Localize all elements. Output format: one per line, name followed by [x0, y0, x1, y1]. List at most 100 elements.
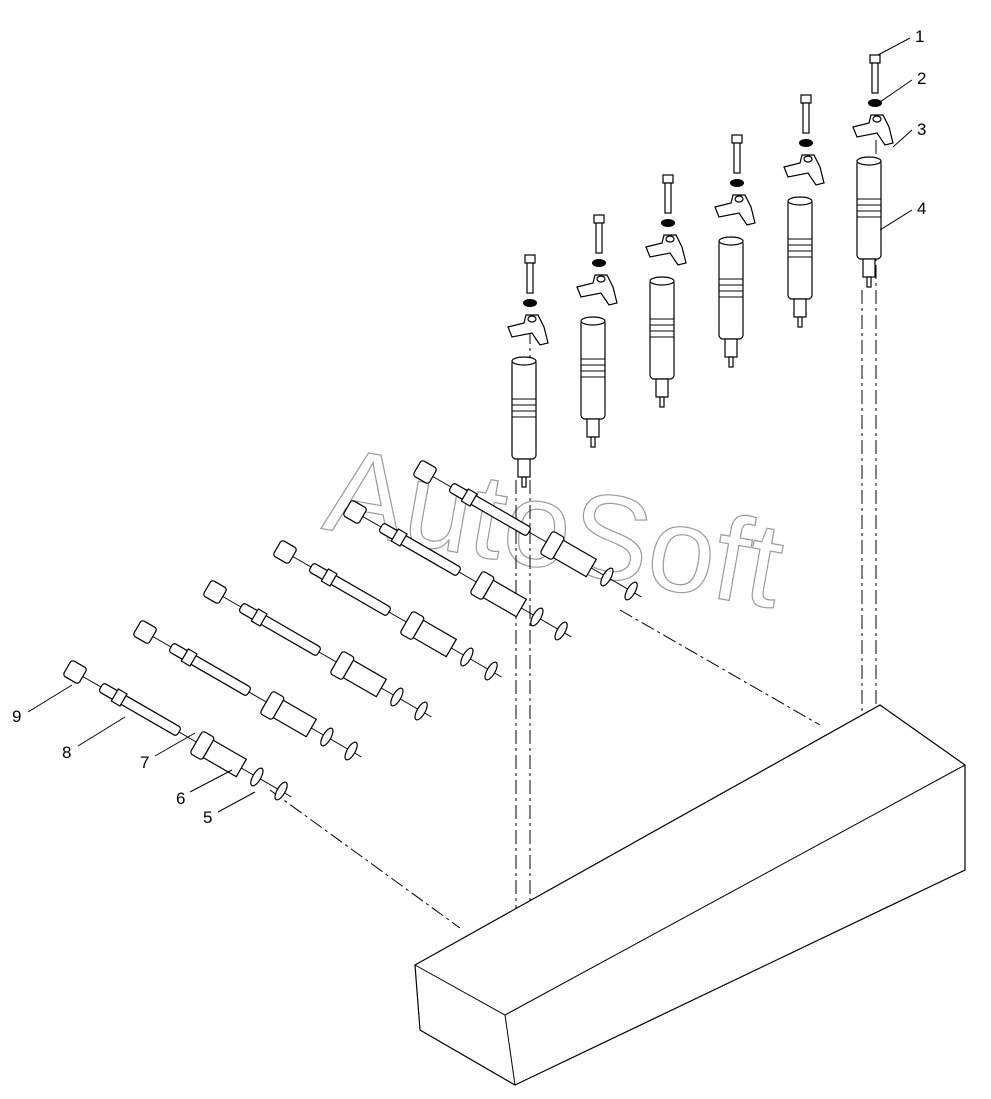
clamp-icon	[576, 274, 618, 306]
injector-top	[856, 156, 882, 166]
clamp-icon	[783, 154, 825, 186]
injector-body	[580, 318, 606, 420]
injector-body	[649, 278, 675, 380]
injector-body	[511, 358, 537, 460]
axis-line	[458, 571, 477, 583]
injector-set	[576, 214, 618, 448]
tube-collar	[110, 688, 128, 707]
bolt-shank	[595, 222, 603, 254]
connector-set	[273, 540, 502, 681]
injector-tip	[728, 356, 734, 368]
nut-icon	[133, 620, 157, 644]
injector-top	[718, 236, 744, 246]
clamp-hole	[527, 315, 537, 323]
o-ring-icon	[344, 741, 358, 761]
injector-group	[507, 54, 894, 488]
o-ring-icon	[554, 621, 568, 641]
injector-top	[649, 276, 675, 286]
injector-body	[856, 158, 882, 260]
o-ring-icon	[250, 767, 264, 787]
axis-line	[82, 676, 102, 688]
bolt-head-icon	[524, 254, 536, 264]
injector-set	[507, 254, 549, 488]
clamp-hole	[665, 235, 675, 243]
tube-collar	[180, 648, 198, 667]
clamp-hole	[596, 275, 606, 283]
connector-set	[413, 460, 642, 601]
injector-body	[787, 198, 813, 300]
axis-line	[222, 596, 242, 608]
o-ring-icon	[390, 687, 404, 707]
injector-set	[852, 54, 894, 288]
injector-set	[783, 94, 825, 328]
callout-1: 1	[915, 27, 924, 46]
clamp-icon	[507, 314, 549, 346]
bolt-head-icon	[593, 214, 605, 224]
bolt-head-icon	[662, 174, 674, 184]
injector-nozzle	[655, 378, 669, 398]
bolt-shank	[526, 262, 534, 294]
o-ring-icon	[530, 607, 544, 627]
connector-set	[63, 660, 292, 801]
callout-2: 2	[917, 69, 926, 88]
cylinder-head	[414, 704, 966, 1086]
nut-icon	[63, 660, 87, 684]
connector-tube	[238, 603, 321, 656]
clamp-hole	[734, 195, 744, 203]
injector-tip	[521, 476, 527, 488]
washer-icon	[799, 139, 813, 147]
injector-top	[511, 356, 537, 366]
injector-tip	[659, 396, 665, 408]
callout-6: 6	[176, 789, 185, 808]
bolt-head-icon	[869, 54, 881, 64]
nut-icon	[273, 540, 297, 564]
o-ring-icon	[624, 581, 638, 601]
sleeve-body	[272, 699, 318, 738]
connector-group	[63, 460, 642, 801]
callout-7: 7	[140, 753, 149, 772]
clamp-icon	[645, 234, 687, 266]
connector-tube	[308, 563, 391, 616]
clamp-icon	[714, 194, 756, 226]
callouts: 1 2 3 4 5 6 7 8 9	[12, 27, 926, 827]
washer-icon	[730, 179, 744, 187]
washer-icon	[661, 219, 675, 227]
tube-collar	[250, 608, 268, 627]
o-ring-icon	[320, 727, 334, 747]
washer-icon	[868, 99, 882, 107]
injector-nozzle	[586, 418, 600, 438]
o-ring-icon	[414, 701, 428, 721]
bolt-shank	[871, 62, 879, 94]
injector-top	[580, 316, 606, 326]
connector-set	[203, 580, 432, 721]
sleeve-body	[342, 659, 388, 698]
injector-nozzle	[517, 458, 531, 478]
tube-collar	[320, 568, 338, 587]
injector-set	[645, 174, 687, 408]
washer-icon	[592, 259, 606, 267]
connector-set	[343, 500, 572, 641]
axis-line	[388, 611, 407, 623]
injector-nozzle	[793, 298, 807, 318]
connector-tube	[98, 683, 181, 736]
tube-collar	[460, 488, 478, 507]
axis-line	[318, 651, 337, 663]
injector-tip	[797, 316, 803, 328]
injector-body	[718, 238, 744, 340]
clamp-hole	[872, 115, 882, 123]
axis-line	[292, 556, 312, 568]
axis-line	[432, 476, 452, 488]
o-ring-icon	[274, 781, 288, 801]
o-ring-icon	[460, 647, 474, 667]
clamp-hole	[803, 155, 813, 163]
o-ring-icon	[600, 567, 614, 587]
o-ring-icon	[484, 661, 498, 681]
bolt-shank	[802, 102, 810, 134]
injector-tip	[590, 436, 596, 448]
injector-tip	[866, 276, 872, 288]
injector-nozzle	[862, 258, 876, 278]
injector-top	[787, 196, 813, 206]
tube-collar	[390, 528, 408, 547]
washer-icon	[523, 299, 537, 307]
sleeve-body	[412, 619, 458, 658]
